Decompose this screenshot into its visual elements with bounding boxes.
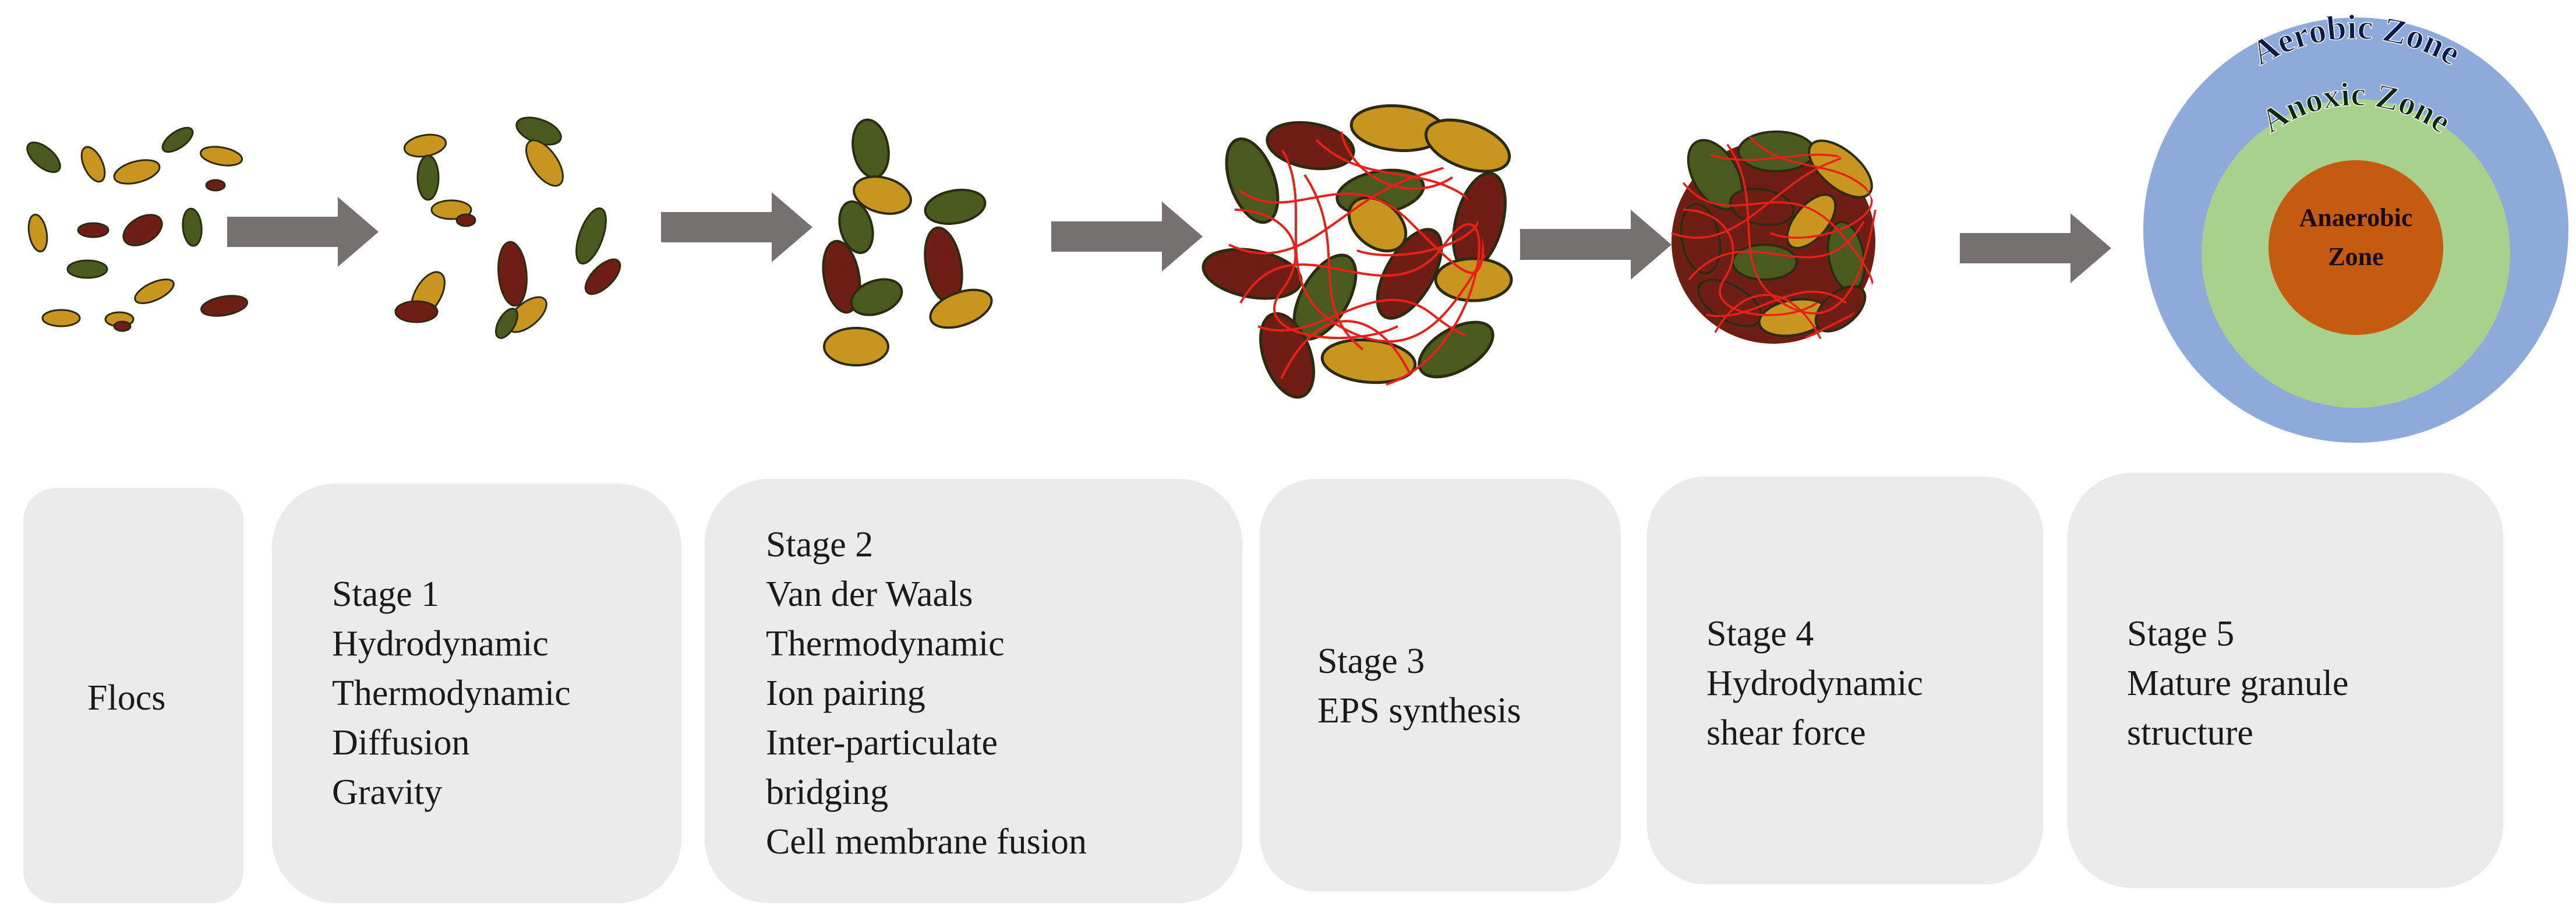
- anaerobic-zone-label-2: Zone: [2328, 242, 2383, 271]
- arrow-2: [661, 192, 812, 262]
- cell: [134, 278, 175, 304]
- box-text-stage3: Stage 3 EPS synthesis: [1317, 641, 1521, 731]
- box-text-stage1: Stage 1 Hydrodynamic Thermodynamic Diffu…: [332, 574, 579, 812]
- cell: [584, 258, 621, 295]
- cell: [575, 207, 607, 264]
- cell: [822, 239, 861, 314]
- stage1-cells: [394, 117, 621, 339]
- cell: [525, 139, 564, 187]
- cell: [27, 213, 48, 253]
- cell: [853, 175, 912, 215]
- cell: [1680, 203, 1722, 275]
- anaerobic-zone-label: Anaerobic: [2299, 203, 2413, 232]
- stage2-cells: [822, 118, 993, 366]
- cell: [823, 327, 889, 366]
- cell: [455, 213, 476, 227]
- cell: [113, 159, 161, 185]
- flocs-cells: [26, 126, 248, 332]
- arrow-4: [1520, 210, 1672, 280]
- box-text-flocs: Flocs: [87, 678, 165, 718]
- cell: [1259, 312, 1316, 399]
- cell: [929, 288, 993, 329]
- box-text-stage2: Stage 2 Van der Waals Thermodynamic Ion …: [766, 525, 1087, 862]
- box-stage3: Stage 3 EPS synthesis: [1260, 479, 1621, 891]
- stage-boxes: Flocs Stage 1 Hydrodynamic Thermodynamic…: [23, 473, 2503, 903]
- box-flocs: Flocs: [23, 488, 243, 903]
- cell: [200, 295, 248, 317]
- cell: [182, 207, 203, 247]
- cell: [199, 146, 243, 167]
- cell: [1418, 320, 1494, 379]
- cell: [205, 179, 226, 192]
- arrow-5: [1960, 213, 2111, 283]
- arrow-3: [1051, 202, 1203, 271]
- cell: [1732, 244, 1798, 281]
- cell: [77, 222, 109, 238]
- box-stage5: Stage 5 Mature granule structure: [2068, 473, 2503, 888]
- cell: [66, 259, 108, 279]
- cell: [122, 214, 163, 246]
- box-stage1: Stage 1 Hydrodynamic Thermodynamic Diffu…: [272, 484, 681, 903]
- cell: [850, 278, 903, 316]
- box-stage2: Stage 2 Van der Waals Thermodynamic Ion …: [705, 479, 1242, 903]
- cell: [1424, 118, 1511, 173]
- cell: [497, 241, 528, 307]
- cell: [1786, 193, 1837, 249]
- box-text-stage4: Stage 4 Hydrodynamic shear force: [1706, 614, 1932, 753]
- cell: [838, 200, 874, 255]
- box-text-stage5: Stage 5 Mature granule structure: [2127, 614, 2358, 753]
- cell: [161, 126, 194, 153]
- cell: [41, 309, 81, 327]
- cell: [494, 308, 519, 339]
- cell: [1814, 285, 1867, 333]
- cell: [26, 142, 61, 173]
- cell: [113, 320, 132, 332]
- cell: [416, 154, 440, 201]
- stage4-granule: [1671, 131, 1877, 344]
- stage3-granule: [1202, 104, 1513, 399]
- flow-arrows: [227, 192, 2111, 283]
- cell: [394, 300, 439, 323]
- cell: [851, 118, 890, 179]
- box-stage4: Stage 4 Hydrodynamic shear force: [1647, 477, 2043, 884]
- cell: [924, 188, 987, 225]
- arrow-1: [227, 197, 379, 267]
- anaerobic-zone: [2268, 160, 2443, 335]
- cell: [1266, 121, 1355, 171]
- cell: [80, 146, 106, 183]
- mature-granule: Aerobic Zone Anoxic Zone Anaerobic Zone: [2143, 7, 2568, 443]
